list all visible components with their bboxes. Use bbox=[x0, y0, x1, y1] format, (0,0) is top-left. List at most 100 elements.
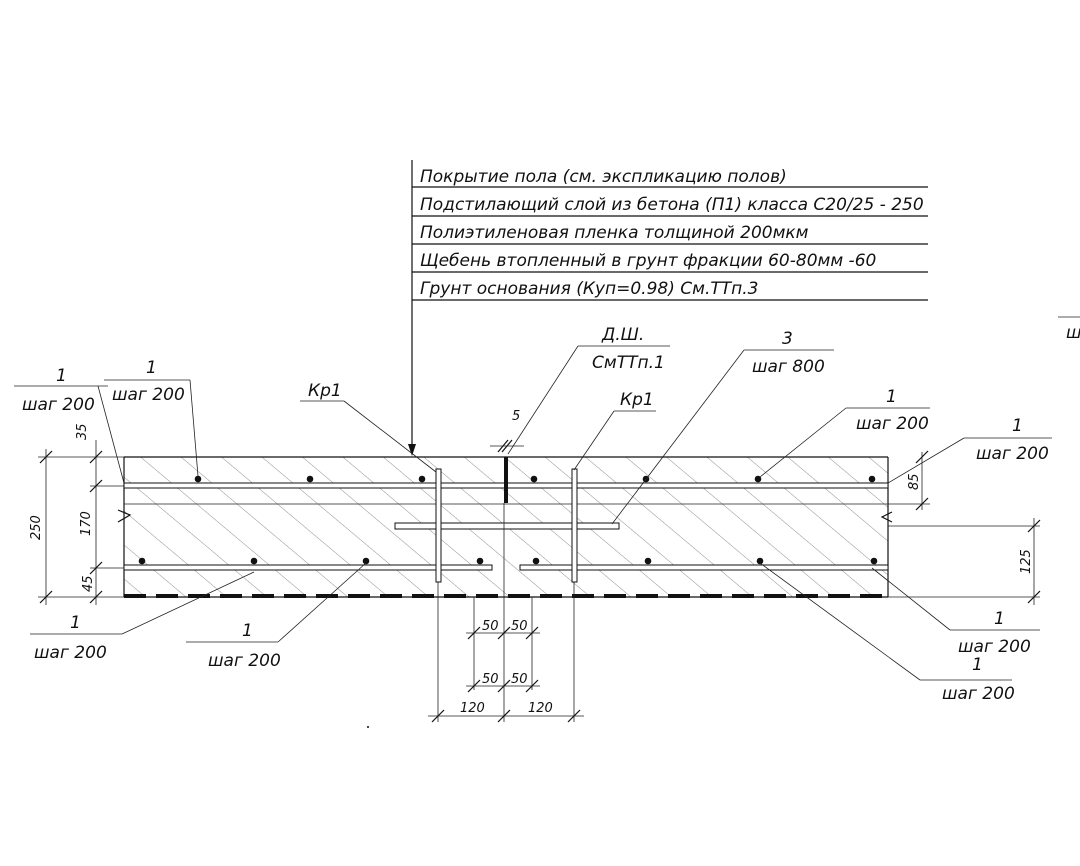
callout-step: шаг 200 bbox=[208, 651, 281, 671]
dim-tick bbox=[89, 561, 103, 575]
dim-tick bbox=[915, 450, 929, 464]
top-rebar-dots bbox=[194, 475, 876, 483]
callout-leader bbox=[343, 400, 437, 473]
callout-number: 1 bbox=[70, 613, 81, 633]
callout-step: шаг 200 bbox=[958, 637, 1031, 657]
dowel-bar bbox=[394, 522, 620, 530]
dim-tick bbox=[89, 479, 103, 493]
callout-leader bbox=[871, 567, 951, 631]
callout-step: шаг 200 bbox=[34, 643, 107, 663]
callout-step: шаг 200 bbox=[942, 684, 1015, 704]
dim-bottom-cover: 45 bbox=[81, 575, 96, 592]
dim-tick bbox=[89, 590, 103, 604]
leader-arrow bbox=[408, 444, 416, 456]
dim-tick bbox=[497, 439, 509, 453]
dim-tick bbox=[467, 626, 481, 640]
rebar-dot bbox=[138, 557, 146, 565]
rebar-dot bbox=[530, 475, 538, 483]
callout-leader bbox=[759, 562, 921, 681]
sawn-joint bbox=[504, 457, 508, 503]
item3-step: шаг 800 bbox=[752, 357, 825, 377]
kr1-left-label: Кр1 bbox=[308, 381, 342, 401]
dim-joint-width: 5 bbox=[512, 409, 520, 424]
layer-label-floor-covering: Покрытие пола (см. экспликацию полов) bbox=[420, 167, 787, 187]
dim-top-cover: 35 bbox=[75, 423, 90, 440]
rebar-dot bbox=[868, 475, 876, 483]
dim-tick bbox=[525, 679, 539, 693]
callout-leader bbox=[97, 385, 125, 484]
callout-leader bbox=[507, 345, 579, 455]
dim-tick bbox=[497, 626, 511, 640]
callout-number: 1 bbox=[242, 621, 253, 641]
dim-tick bbox=[39, 450, 53, 464]
rebar-dot bbox=[756, 557, 764, 565]
kr1-frame-left bbox=[435, 468, 442, 583]
rebar-dot bbox=[476, 557, 484, 565]
callout-number: 1 bbox=[56, 366, 67, 386]
bottom-rebar-mesh-left bbox=[123, 564, 493, 571]
rebar-dot bbox=[754, 475, 762, 483]
callout-step: шаг 200 bbox=[22, 395, 95, 415]
rebar-dot bbox=[870, 557, 878, 565]
callout-number: 1 bbox=[146, 358, 157, 378]
dim-row3-left: 120 bbox=[460, 701, 485, 716]
dim-total: 250 bbox=[29, 515, 44, 540]
callout-step: шаг 200 bbox=[112, 385, 185, 405]
dim-row1-left: 50 bbox=[482, 619, 499, 634]
callouts: 1 шаг 200 1 шаг 200 Кр1 Д.Ш. СмТТп.1 3 ш… bbox=[14, 316, 1080, 704]
dim-tick bbox=[431, 709, 445, 723]
dim-tick bbox=[467, 679, 481, 693]
callout-number: 1 bbox=[972, 655, 983, 675]
layer-label-crushed-stone: Щебень втопленный в грунт фракции 60-80м… bbox=[420, 251, 876, 271]
callout-leader bbox=[277, 562, 367, 643]
dsh-label-bottom: СмТТп.1 bbox=[592, 353, 665, 373]
dim-tick bbox=[567, 709, 581, 723]
dsh-label-top: Д.Ш. bbox=[601, 325, 644, 345]
callout-number: 1 bbox=[994, 609, 1005, 629]
dim-right-top: 85 bbox=[907, 473, 922, 490]
kr1-frame-right bbox=[571, 468, 578, 583]
dim-tick bbox=[497, 679, 511, 693]
dim-tick bbox=[501, 439, 513, 453]
item3-number: 3 bbox=[782, 329, 793, 349]
rebar-dot bbox=[532, 557, 540, 565]
kr1-right-label: Кр1 bbox=[620, 390, 654, 410]
reinforcement bbox=[123, 457, 889, 583]
bottom-rebar-dots bbox=[138, 557, 878, 565]
layer-label-base-soil: Грунт основания (Куп=0.98) См.ТТп.3 bbox=[420, 279, 758, 299]
dim-tick bbox=[497, 709, 511, 723]
callout-leader bbox=[759, 407, 847, 478]
stray-point bbox=[367, 726, 369, 728]
rebar-dot bbox=[306, 475, 314, 483]
rebar-dot bbox=[362, 557, 370, 565]
dim-row2-right: 50 bbox=[511, 672, 528, 687]
rebar-dot bbox=[418, 475, 426, 483]
dim-tick bbox=[525, 626, 539, 640]
dim-row3-right: 120 bbox=[528, 701, 553, 716]
edge-fragment-text: ш bbox=[1066, 323, 1080, 343]
dim-tick bbox=[915, 497, 929, 511]
dim-row1-right: 50 bbox=[511, 619, 528, 634]
dim-right-bottom: 125 bbox=[1019, 549, 1034, 574]
callout-step: шаг 200 bbox=[856, 414, 929, 434]
dim-middle: 170 bbox=[79, 511, 94, 536]
dimension-lines: 250 35 170 45 85 125 5 bbox=[29, 409, 1041, 728]
layer-label-polyethylene-film: Полиэтиленовая пленка толщиной 200мкм bbox=[420, 223, 809, 243]
callout-number: 1 bbox=[886, 387, 897, 407]
callout-number: 1 bbox=[1012, 416, 1023, 436]
dim-tick bbox=[1027, 519, 1041, 533]
rebar-dot bbox=[194, 475, 202, 483]
callout-leader bbox=[611, 349, 745, 525]
callout-leader bbox=[887, 437, 965, 484]
dim-tick bbox=[89, 450, 103, 464]
dim-tick bbox=[1027, 590, 1041, 604]
callout-step: шаг 200 bbox=[976, 444, 1049, 464]
break-mark-right bbox=[880, 511, 893, 523]
dim-row2-left: 50 bbox=[482, 672, 499, 687]
dim-tick bbox=[39, 590, 53, 604]
callout-leader bbox=[121, 571, 255, 635]
callout-leader bbox=[189, 379, 199, 477]
rebar-dot bbox=[250, 557, 258, 565]
